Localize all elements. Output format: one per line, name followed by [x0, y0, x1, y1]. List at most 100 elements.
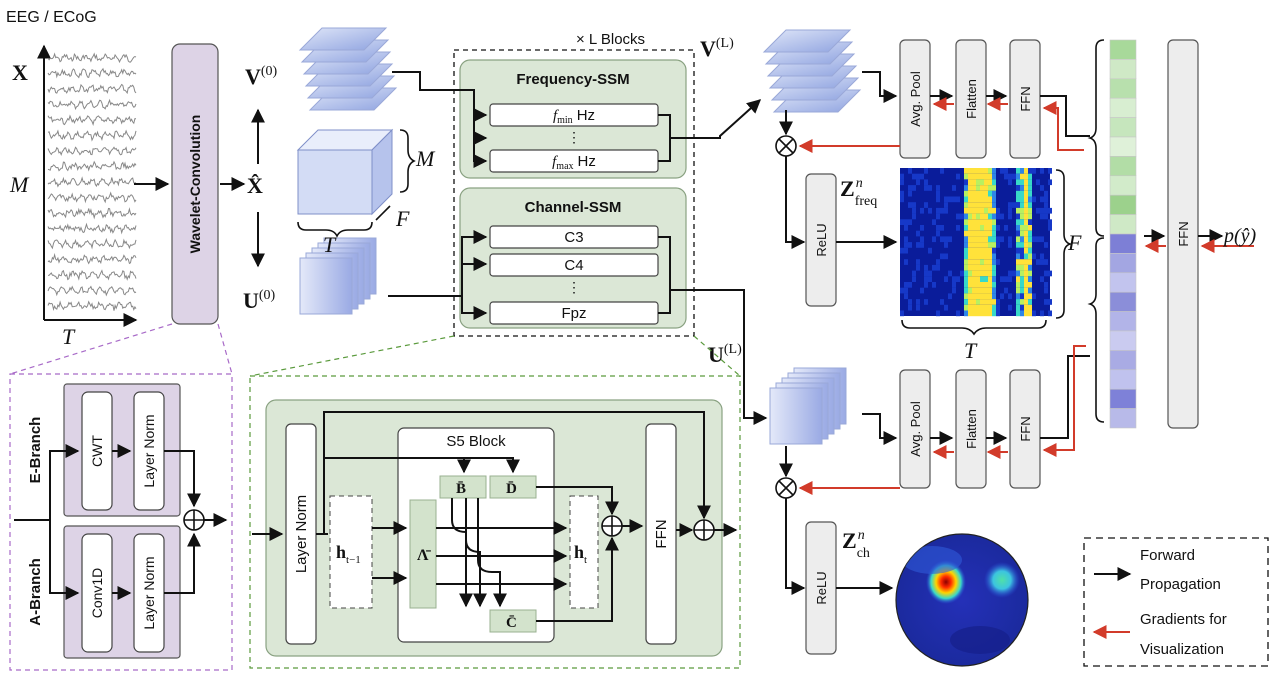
heatmap-cell	[972, 213, 976, 220]
eeg-trace	[47, 222, 137, 235]
eeg-title: EEG / ECoG	[6, 9, 97, 26]
svg-text:Avg. Pool: Avg. Pool	[908, 71, 923, 127]
heatmap-cell	[904, 282, 908, 288]
heatmap-cell	[1028, 304, 1032, 311]
eeg-trace	[47, 98, 137, 111]
svg-text:Λ̄: Λ̄	[417, 547, 431, 564]
heatmap-cell	[916, 179, 920, 186]
heatmap-cell	[984, 190, 988, 197]
heatmap-cell	[1024, 230, 1028, 237]
heatmap-cell	[988, 287, 992, 294]
heatmap-cell	[1000, 276, 1004, 282]
b-bar-box	[439, 475, 487, 499]
vl-tensor-stack	[762, 29, 862, 113]
svg-text:Layer Norm: Layer Norm	[141, 414, 157, 487]
heatmap-cell	[968, 299, 972, 305]
heatmap-cell	[1024, 179, 1028, 186]
heatmap-cell	[984, 225, 988, 231]
freq-flatten-box	[955, 39, 987, 159]
heatmap-cell	[984, 236, 988, 243]
heatmap-cell	[992, 185, 996, 191]
heatmap-cell	[984, 293, 988, 300]
heatmap-cell	[916, 299, 920, 305]
heatmap-cell	[972, 219, 976, 225]
freq-relu-box	[805, 173, 837, 307]
heatmap-cell	[1008, 179, 1012, 186]
heatmap-cell	[1020, 185, 1024, 191]
heatmap-cell	[976, 276, 980, 282]
heatmap-cell	[1024, 202, 1028, 208]
heatmap-cell	[1016, 213, 1020, 220]
heatmap-cell	[964, 299, 968, 305]
heatmap-cell	[1020, 179, 1024, 186]
zch-topomap	[895, 533, 1029, 667]
heatmap-cell	[1028, 293, 1032, 300]
heatmap-cell	[988, 179, 992, 186]
heatmap-cell	[984, 179, 988, 186]
eeg-trace	[47, 176, 137, 188]
heatmap-cell	[968, 202, 972, 208]
heatmap-cell	[1020, 276, 1024, 282]
heatmap-cell	[972, 207, 976, 214]
heatmap-cell	[972, 293, 976, 300]
heatmap-cell	[900, 173, 904, 180]
heatmap-cell	[1020, 236, 1024, 243]
heatmap-cell	[944, 207, 948, 214]
heatmap-cell	[992, 202, 996, 208]
heatmap-cell	[1008, 236, 1012, 243]
heatmap-cell	[1036, 207, 1040, 214]
chan-saliency-path: ReLU	[775, 446, 894, 655]
heatmap-cell	[984, 202, 988, 208]
heatmap-cell	[956, 196, 960, 203]
heatmap-cell	[992, 276, 996, 282]
heatmap-cell	[988, 253, 992, 260]
heatmap-cell	[944, 304, 948, 311]
heatmap-cell	[1024, 276, 1028, 282]
heatmap-cell	[940, 225, 944, 231]
heatmap-cell	[1004, 168, 1008, 174]
heatmap-cell	[1048, 207, 1052, 214]
heatmap-cell	[1024, 287, 1028, 294]
heatmap-cell	[1000, 168, 1004, 174]
heatmap-cell	[936, 259, 940, 265]
heatmap-cell	[924, 185, 928, 191]
heatmap-cell	[964, 230, 968, 237]
heatmap-cell	[928, 247, 932, 254]
heatmap-cell	[1020, 213, 1024, 220]
c3-label: C3	[564, 229, 583, 246]
heatmap-cell	[980, 287, 984, 294]
heatmap-cell	[992, 253, 996, 260]
lambda-box	[409, 499, 437, 609]
heatmap-cell	[916, 230, 920, 237]
m-symbol: M	[9, 172, 30, 197]
heatmap-cell	[1028, 242, 1032, 248]
heatmap-cell	[996, 242, 1000, 248]
heatmap-cell	[1020, 259, 1024, 265]
heatmap-cell	[964, 225, 968, 231]
svg-text:CWT: CWT	[89, 435, 105, 467]
heatmap-cell	[976, 230, 980, 237]
token-cell	[1109, 175, 1137, 196]
ssm-connectors	[388, 71, 768, 425]
heatmap-cell	[1032, 236, 1036, 243]
heatmap-cell	[972, 253, 976, 260]
heatmap-cell	[936, 185, 940, 191]
heatmap-cell	[992, 310, 996, 317]
token-cell	[1109, 117, 1137, 138]
ssm-ffn-box	[645, 423, 677, 645]
heatmap-cell	[1028, 168, 1032, 174]
heatmap-cell	[964, 293, 968, 300]
heatmap-cell	[920, 173, 924, 180]
heatmap-cell	[984, 276, 988, 282]
heatmap-cell	[964, 168, 968, 174]
chan-ellipsis: ⋮	[567, 279, 581, 295]
tensor-sheet	[298, 27, 388, 51]
chan-ffn-box	[1009, 369, 1041, 489]
vl-symbol: V(L)	[700, 36, 734, 61]
heatmap-cell	[984, 299, 988, 305]
heatmap-cell	[1016, 168, 1020, 174]
heatmap-cell	[996, 213, 1000, 220]
heatmap-cell	[972, 287, 976, 294]
heat-t-label: T	[964, 338, 978, 363]
